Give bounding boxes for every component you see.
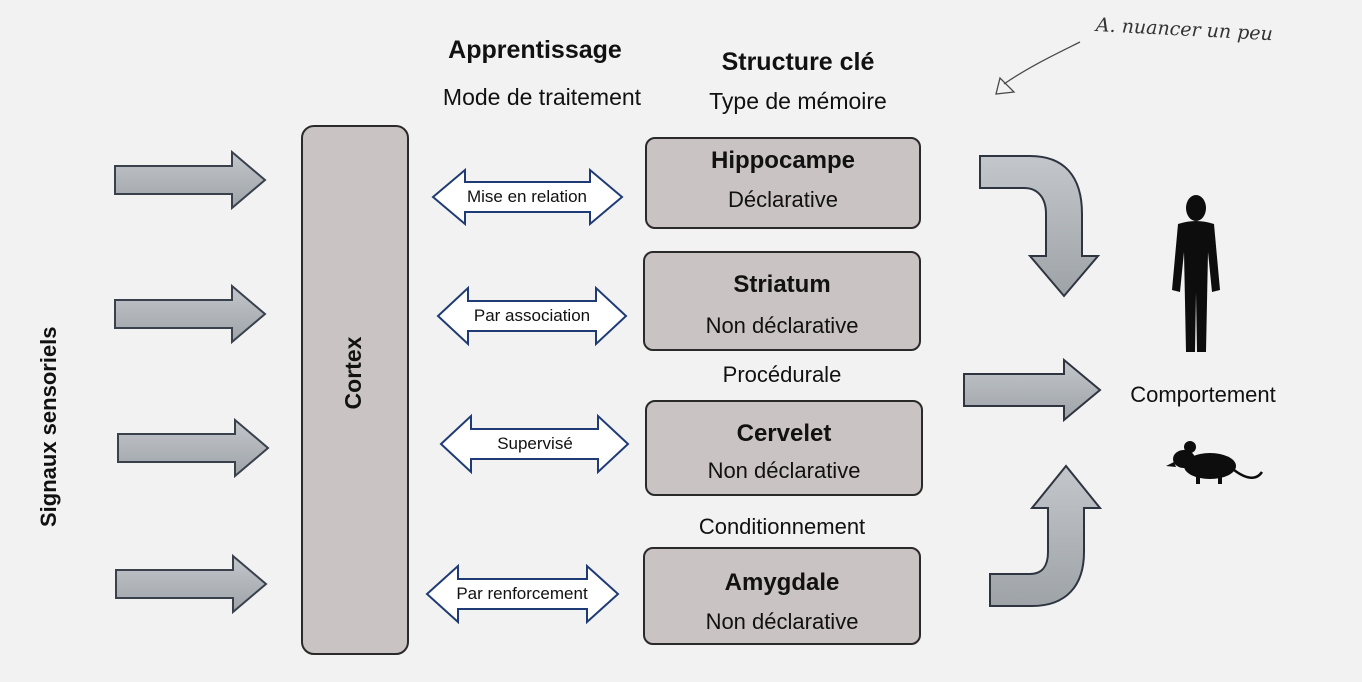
human-silhouette-icon (1172, 195, 1220, 352)
sensory-input-arrow (114, 283, 267, 345)
behaviour-label: Comportement (1130, 382, 1276, 407)
learning-mode-label: Supervisé (497, 434, 573, 453)
learning-title: Apprentissage (448, 36, 622, 64)
structure-name: Amygdale (724, 569, 840, 596)
structure-box-cervelet: Cervelet Non déclarative (645, 400, 923, 496)
cortex-label: Cortex (340, 336, 366, 410)
curved-arrow-down (979, 155, 1101, 298)
memory-type: Non déclarative (705, 313, 859, 338)
memory-type: Non déclarative (705, 609, 859, 634)
procedurale-label: Procédurale (722, 362, 842, 387)
double-arrow-shape (425, 563, 620, 625)
structure-box-amygdale: Amygdale Non déclarative (643, 547, 921, 645)
learning-mode-label: Par association (473, 306, 591, 325)
learning-mode-label: Par renforcement (456, 584, 588, 603)
mouse-silhouette-icon (1166, 441, 1264, 484)
sensory-input-arrow (117, 417, 270, 479)
cortex-bar (301, 125, 409, 655)
structure-subtitle: Type de mémoire (709, 88, 887, 114)
structure-name: Cervelet (736, 420, 832, 447)
double-arrow-shape (436, 285, 628, 347)
annotation-pointer (995, 41, 1081, 95)
structure-title: Structure clé (721, 48, 875, 76)
behaviour-arrow (963, 357, 1102, 423)
sensory-input-arrow (114, 149, 267, 211)
double-arrow-shape (431, 167, 624, 227)
curved-arrow-up (989, 464, 1103, 607)
structure-box-hippocampe: Hippocampe Déclarative (645, 137, 921, 229)
sensory-input-arrow (115, 553, 268, 615)
conditionnement-label: Conditionnement (698, 514, 866, 539)
memory-type: Non déclarative (707, 458, 861, 483)
double-arrow-shape (439, 413, 630, 475)
learning-subtitle: Mode de traitement (442, 84, 642, 110)
learning-mode-label: Mise en relation (466, 187, 587, 206)
structure-box-striatum: Striatum Non déclarative (643, 251, 921, 351)
memory-type: Déclarative (727, 187, 839, 212)
sensory-signals-label: Signaux sensoriels (36, 326, 61, 527)
structure-name: Hippocampe (710, 147, 856, 174)
structure-name: Striatum (733, 271, 831, 298)
